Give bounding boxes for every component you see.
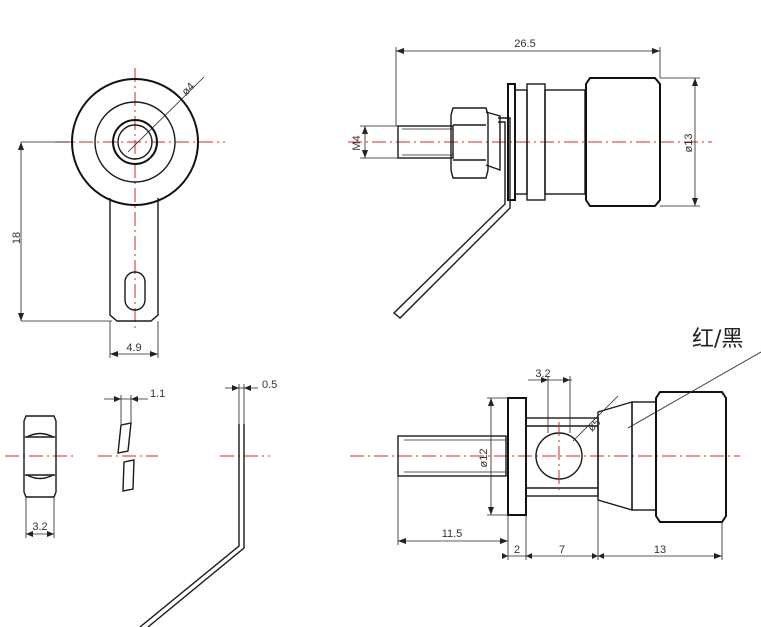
- nut-view: 3.2: [5, 415, 75, 538]
- washer-view: 1.1: [98, 388, 165, 492]
- dim-washer-thk: 1.1: [150, 388, 165, 400]
- dim-flange-thk: 2: [514, 544, 520, 556]
- dim-hole-dia: ø4: [180, 81, 198, 99]
- dim-hole-width: 3.2: [535, 368, 550, 380]
- dim-cross-hole-dia: ø5: [586, 417, 604, 435]
- dim-lug-height: 18: [11, 232, 23, 244]
- dim-knurl-length: 13: [654, 544, 666, 556]
- dim-lug-width: 4.9: [126, 342, 141, 354]
- dim-lug-thk: 0.5: [262, 379, 277, 391]
- color-label: 红/黑: [692, 327, 743, 352]
- dim-overall-length: 26.5: [514, 38, 535, 50]
- dim-knurl-dia: ø13: [683, 134, 695, 153]
- side-view-assembled: M4 26.5 ø13: [348, 38, 712, 319]
- dim-thread: M4: [351, 135, 363, 150]
- body-view: ø12 3.2 ø5 11.5 2 7 13 红/黑: [350, 327, 761, 560]
- lug-side-view: 0.5: [139, 379, 277, 627]
- dim-collar-length: 7: [559, 544, 565, 556]
- dim-thread-length: 11.5: [442, 528, 463, 540]
- front-view-ring-lug: ø4 18 4.9: [11, 68, 225, 358]
- dim-nut-width: 3.2: [32, 521, 47, 533]
- dim-flange-dia: ø12: [478, 449, 490, 468]
